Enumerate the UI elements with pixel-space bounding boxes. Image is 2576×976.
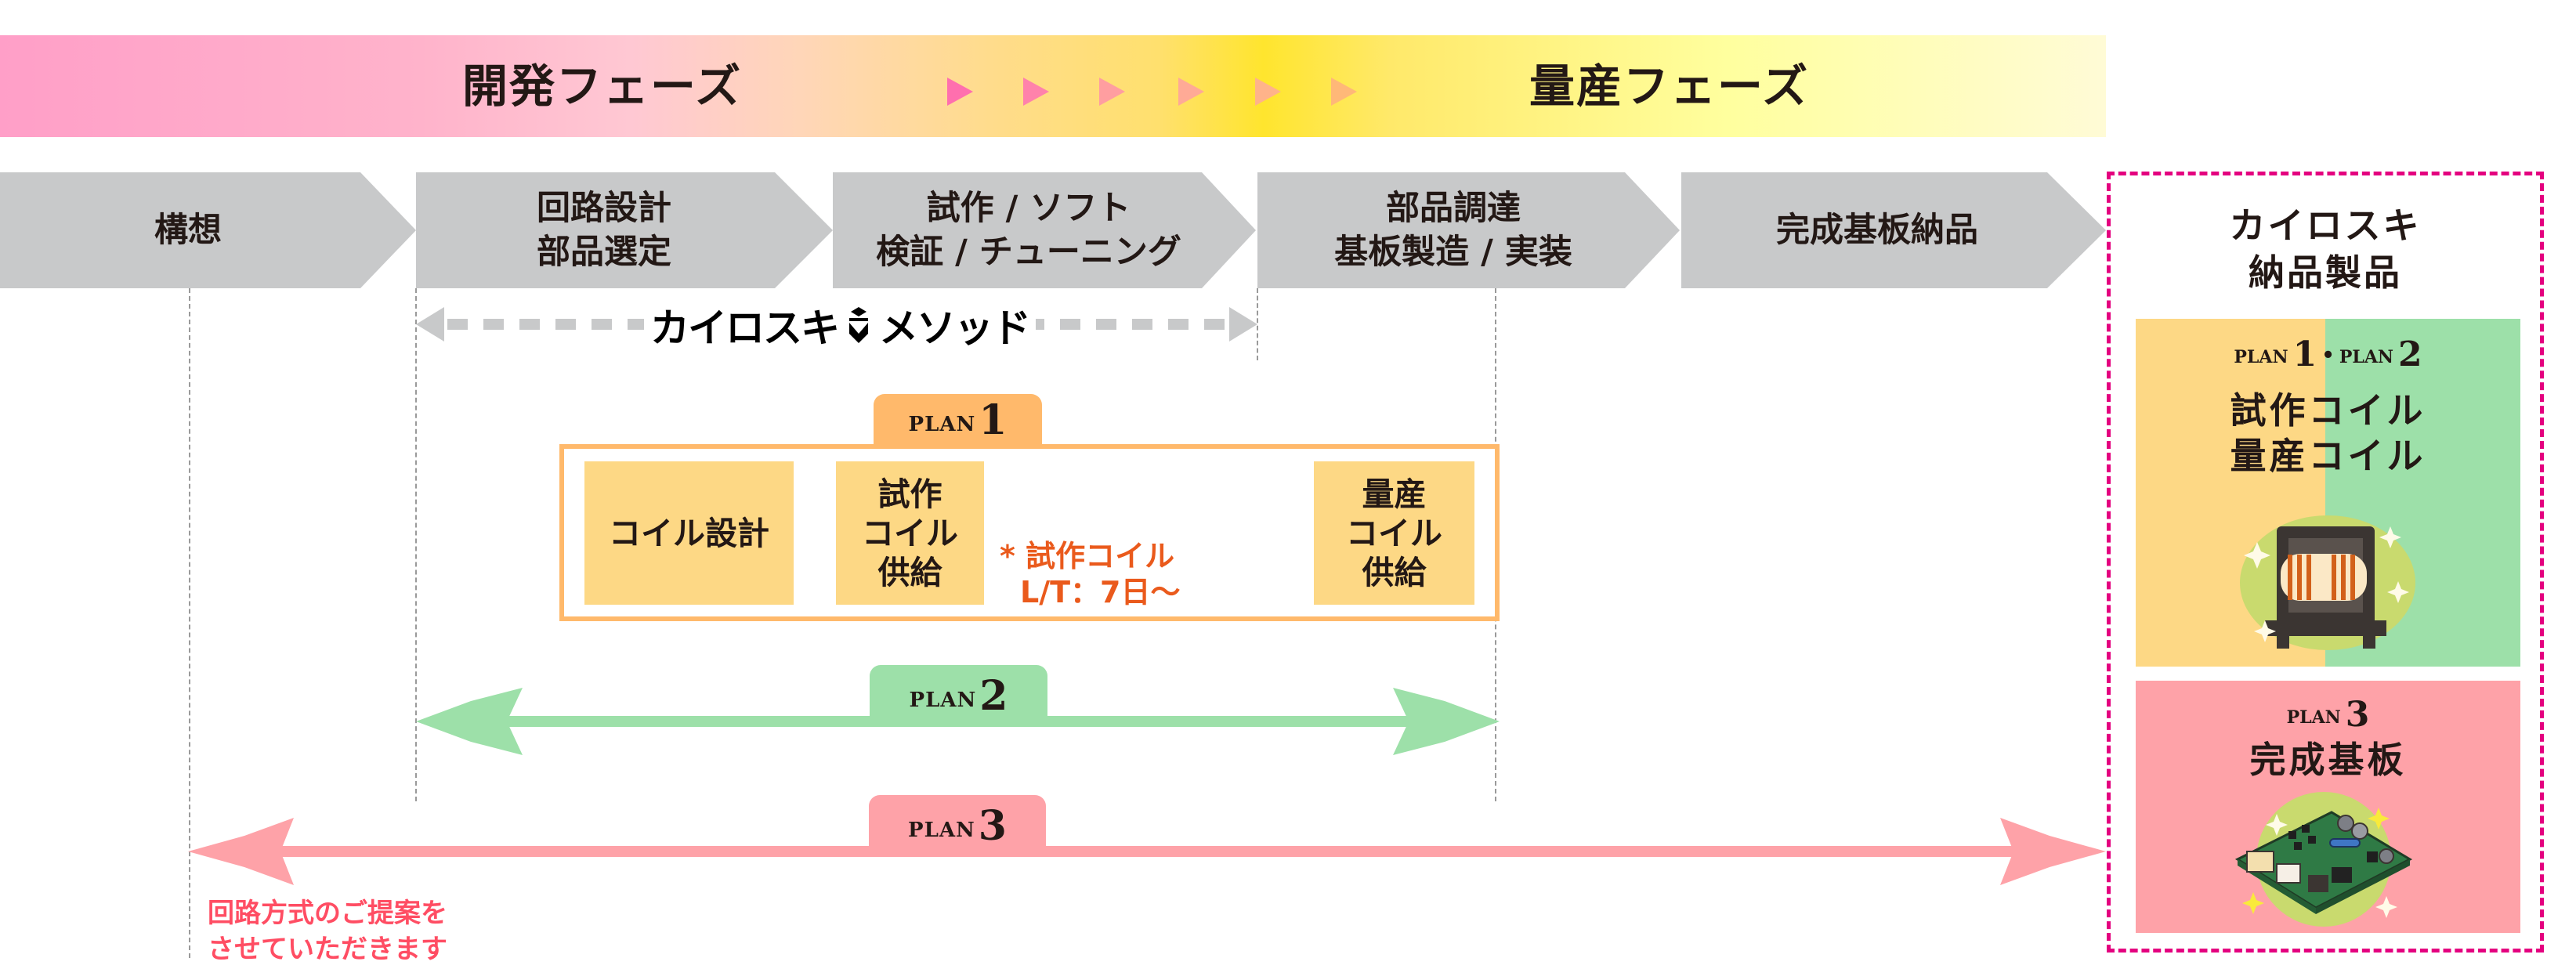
plan2-tab: PLAN 2 [870, 665, 1047, 721]
method-range-arrow [416, 307, 1257, 342]
step-label: 部品調達 基板製造 / 実装 [1334, 189, 1572, 272]
arrow-head-left-icon [416, 307, 444, 342]
plan1-step-mass-coil: 量産 コイル 供給 [1314, 461, 1474, 605]
step-label: 完成基板納品 [1776, 211, 1978, 250]
circuit-board-illustration-icon [2234, 792, 2413, 927]
phase-arrow-icon [1255, 78, 1281, 106]
phase-arrow-icon [947, 78, 973, 106]
arrow-head-left-icon [416, 688, 523, 755]
development-phase-label: 開発フェーズ [462, 60, 743, 113]
arrow-head-right-icon [1229, 307, 1257, 342]
chevron-step-5 [1681, 172, 2106, 288]
chevron-shapes [0, 172, 2106, 288]
plan3-range-arrow [188, 818, 2106, 885]
phase-arrow-icon [1331, 78, 1357, 106]
arrow-head-right-icon [2000, 818, 2106, 885]
step-label: 構想 [154, 211, 222, 250]
board-panel-plans: PLAN 3 [2286, 695, 2370, 735]
process-steps: 構想 回路設計 部品選定 試作 / ソフト 検証 / チューニング 部品調達 基… [0, 172, 2115, 288]
coil-product-panel: PLAN 1 • PLAN 2 試作コイル 量産コイル [2136, 319, 2520, 667]
chevron-step-2 [416, 172, 833, 288]
phase-arrow-icon [1023, 78, 1049, 106]
plan1-tab: PLAN 1 [874, 394, 1042, 446]
plan2-arrow-shaft [502, 716, 1415, 727]
coil-panel-title: 試作コイル 量産コイル [2230, 389, 2426, 477]
coil-panel-plans: PLAN 1 • PLAN 2 [2234, 334, 2422, 374]
phase-arrow-icon [1099, 78, 1125, 106]
coil-illustration-icon [2240, 515, 2415, 650]
method-logo: カイロスキ メソッド [644, 302, 1036, 351]
step-label: 試作 / ソフト 検証 / チューニング [876, 189, 1181, 272]
phase-band: 開発フェーズ 量産フェーズ [0, 35, 2106, 137]
chevron-step-4 [1257, 172, 1680, 288]
guide-line [189, 288, 190, 958]
delivered-products-title: カイロスキ 納品製品 [2229, 204, 2422, 294]
chevron-step-1 [0, 172, 416, 288]
arrow-head-left-icon [188, 818, 294, 885]
method-logo-part2: メソッド [879, 305, 1031, 351]
circuit-proposal-note: 回路方式のご提案を させていただきます [208, 898, 447, 965]
plan1-step-coil-design: コイル設計 [584, 461, 794, 605]
plan3-tab: PLAN 3 [869, 795, 1046, 851]
plan1-step-prototype-coil: 試作 コイル 供給 [836, 461, 984, 605]
guide-line [415, 288, 417, 801]
board-product-panel: PLAN 3 完成基板 [2136, 681, 2520, 933]
plan1-lead-time-note: * 試作コイル L/T：7日〜 [1000, 539, 1181, 609]
chevron-step-3 [833, 172, 1256, 288]
arrow-head-right-icon [1393, 688, 1500, 755]
delivered-products-box: カイロスキ 納品製品 PLAN 1 • PLAN 2 試作コイル 量産コイル [2107, 172, 2544, 953]
phase-arrow-icon [1178, 78, 1204, 106]
plan3-arrow-shaft [274, 846, 2021, 857]
step-label: 回路設計 部品選定 [537, 189, 671, 272]
kairosuki-mark-icon [849, 307, 868, 343]
plan2-range-arrow [416, 688, 1500, 755]
method-logo-part1: カイロスキ [650, 305, 840, 351]
plan1-box: コイル設計 試作 コイル 供給 * 試作コイル L/T：7日〜 量産 コイル 供… [559, 444, 1500, 621]
board-panel-title: 完成基板 [2249, 739, 2407, 781]
mass-production-phase-label: 量産フェーズ [1529, 60, 1810, 113]
